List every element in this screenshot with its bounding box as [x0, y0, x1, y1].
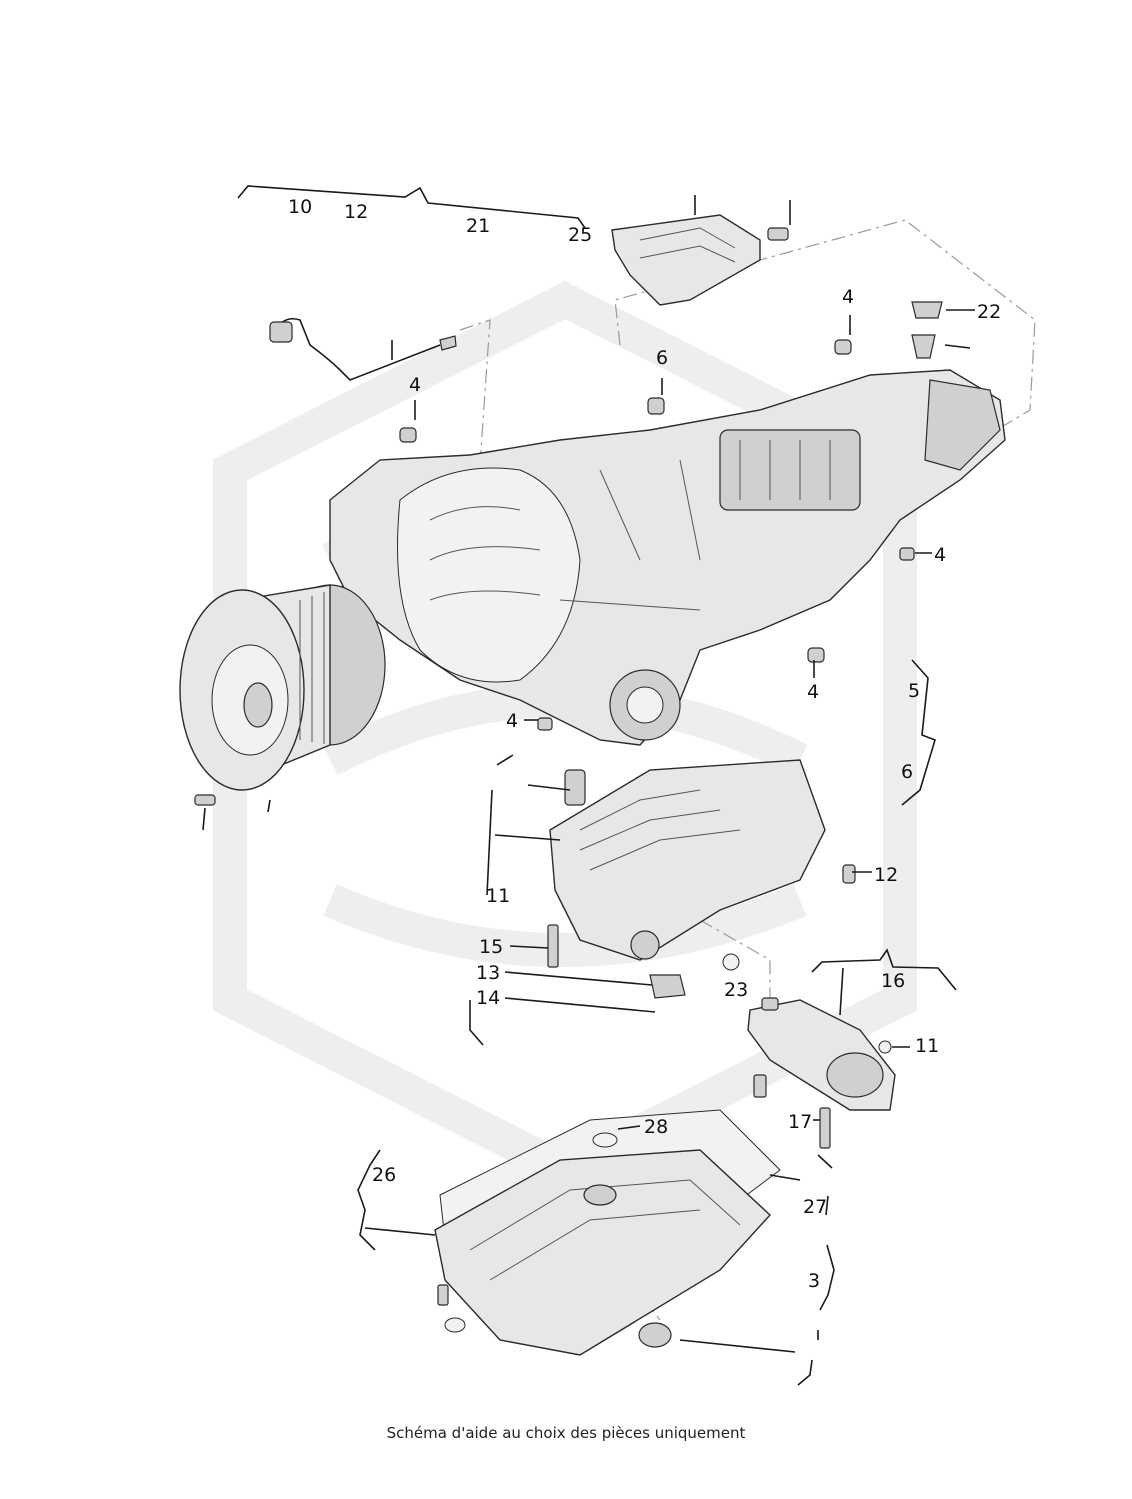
callout-10: 10 — [288, 196, 312, 218]
callout-4-top: 4 — [842, 286, 854, 308]
callout-17: 17 — [788, 1111, 812, 1133]
callout-16: 16 — [881, 970, 905, 992]
valve-body — [547, 759, 826, 999]
torque-converter — [179, 584, 386, 791]
callout-27: 27 — [803, 1196, 827, 1218]
callout-13: 13 — [476, 962, 500, 984]
callout-21: 21 — [466, 215, 490, 237]
callout-11-right: 11 — [915, 1035, 939, 1057]
gearbox-housing — [329, 369, 1006, 746]
callout-4-lower: 4 — [807, 681, 819, 703]
actuator — [747, 997, 896, 1149]
callout-3: 3 — [808, 1270, 820, 1292]
callout-11-left: 11 — [486, 885, 510, 907]
callout-5: 5 — [908, 680, 920, 702]
plugs-and-bolts — [194, 301, 943, 884]
diagram-caption: Schéma d'aide au choix des pièces unique… — [386, 1424, 746, 1442]
callout-23: 23 — [724, 979, 748, 1001]
callout-22: 22 — [977, 301, 1001, 323]
callout-25: 25 — [568, 224, 592, 246]
callout-4-left: 4 — [409, 374, 421, 396]
callout-12: 12 — [344, 201, 368, 223]
wiring-harness — [269, 317, 457, 381]
oil-pan — [434, 1109, 781, 1356]
leader-lines — [202, 185, 975, 1386]
callout-26: 26 — [372, 1164, 396, 1186]
callout-4-right: 4 — [934, 544, 946, 566]
callout-15: 15 — [479, 936, 503, 958]
cover-plate — [611, 214, 789, 306]
callout-12-right: 12 — [874, 864, 898, 886]
callout-labels: 10 12 21 25 4 22 6 4 4 4 4 5 6 11 12 15 … — [288, 196, 1001, 1292]
callout-28: 28 — [644, 1116, 668, 1138]
callout-6-top: 6 — [656, 347, 668, 369]
callout-4-bottom: 4 — [506, 710, 518, 732]
callout-6-right: 6 — [901, 761, 913, 783]
callout-14: 14 — [476, 987, 500, 1009]
